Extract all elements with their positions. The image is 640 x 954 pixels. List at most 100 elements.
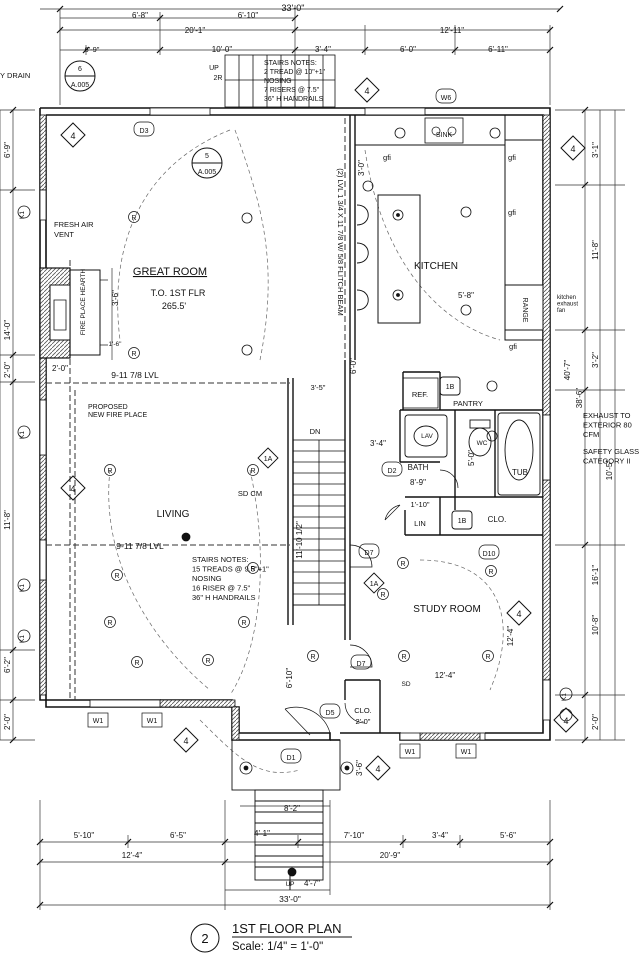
receptacle-circle xyxy=(104,616,116,628)
dim-bot-h: 20'-9" xyxy=(380,851,401,860)
tag-r-11: R xyxy=(400,561,405,568)
dim-right-a: 3'-1" xyxy=(591,142,600,158)
tag-r-8: R xyxy=(134,660,139,667)
room-study: STUDY ROOM xyxy=(413,604,481,615)
dim-bot-e: 3'-4" xyxy=(432,831,448,840)
dim-bot-c: 4'-1" xyxy=(254,829,270,838)
receptacle-circle xyxy=(131,656,143,668)
sheet-title: 1ST FLOOR PLAN xyxy=(232,921,342,936)
window-tag-box xyxy=(141,712,163,728)
dim-left-d: 11'-8" xyxy=(3,510,12,530)
tag-6: 6 xyxy=(78,66,82,73)
fireplace xyxy=(39,267,113,360)
receptacle-circle xyxy=(397,557,409,569)
wall-type-diamond xyxy=(60,122,86,148)
note-exhaust-line-2: CFM xyxy=(583,430,599,439)
bath-fixtures xyxy=(404,412,541,496)
tag-d5: D5 xyxy=(326,710,335,717)
tag-w1-0: W1 xyxy=(93,718,104,725)
dim-top-3: 20'-1" xyxy=(185,26,206,35)
sheet-scale: Scale: 1/4" = 1'-0" xyxy=(232,941,323,953)
dim-int-124v: 12'-4" xyxy=(506,626,515,647)
dim-int-fp-depth: 3'-6" xyxy=(111,290,120,306)
receptacle-circle xyxy=(202,654,214,666)
main-stair xyxy=(292,439,346,606)
receptacle-circle xyxy=(238,616,250,628)
front-porch xyxy=(231,739,341,890)
tag-k1-0: K1 xyxy=(19,211,26,219)
dim-top-8: 6'-0" xyxy=(400,45,416,54)
dim-left-c: 2'-0" xyxy=(3,362,12,378)
dim-int-50: 5'-0" xyxy=(467,450,476,466)
tag-d3: D3 xyxy=(140,128,149,135)
dim-top-overall: 33'-0" xyxy=(282,3,305,13)
receptacle-circle xyxy=(111,569,123,581)
dim-right-h: 10'-8" xyxy=(591,615,600,636)
dim-top-5: 6'-9" xyxy=(85,45,100,54)
tag-r-1: R xyxy=(131,351,136,358)
bar-stools xyxy=(356,204,369,311)
note-safety-line-0: SAFETY GLASS xyxy=(583,447,639,456)
receptacle-circle xyxy=(398,650,410,662)
tag-gfi-2: gfi xyxy=(508,208,516,217)
dim-int-89: 8'-9" xyxy=(410,478,426,487)
dim-int-110: 1'-10" xyxy=(410,500,429,509)
dim-bot-i: 4'-7" xyxy=(304,879,320,888)
receptacle-circle xyxy=(377,588,389,600)
dim-bot-k: 8'-2" xyxy=(284,804,300,813)
dim-int-58: 5'-8" xyxy=(458,291,474,300)
room-pantry: PANTRY xyxy=(453,399,483,408)
receptacle-circle xyxy=(485,565,497,577)
dim-bot-j: 33'-0" xyxy=(279,894,301,904)
room-lav: LAV xyxy=(421,433,433,440)
wall-outlets xyxy=(17,205,573,722)
dim-int-30: 3'-0" xyxy=(357,160,366,176)
window-tag-box xyxy=(87,712,109,728)
dim-int-fp-small: 1'-6" xyxy=(109,341,123,348)
room-tofl: T.O. 1ST FLR xyxy=(151,288,206,298)
note-fireplace-line-1: NEW FIRE PLACE xyxy=(88,412,147,419)
tag-d1: D1 xyxy=(287,755,296,762)
receptacle-circle xyxy=(247,562,259,574)
room-wc: WC xyxy=(477,440,488,447)
tag-1b-1: 1B xyxy=(458,518,467,525)
note-fresh-air-line-1: VENT xyxy=(54,230,74,239)
note-kitchen-exhaust-line-2: fan xyxy=(557,308,565,314)
tag-gfi-3: gfi xyxy=(509,342,517,351)
tag-gfi-1: gfi xyxy=(508,153,516,162)
tag-r-0: R xyxy=(131,215,136,222)
tag-gfi-0: gfi xyxy=(383,153,391,162)
tag-d7b: D7 xyxy=(357,661,366,668)
tag-1b-0: 1B xyxy=(446,384,455,391)
tag-r-2: R xyxy=(107,468,112,475)
tag-d10: D10 xyxy=(483,551,496,558)
tag-r-15: R xyxy=(380,592,385,599)
title-block: 2 1ST FLOOR PLAN Scale: 1/4" = 1'-0" xyxy=(190,921,352,953)
tag-1a-0: 1A xyxy=(264,456,273,463)
note-stairs-top-line-2: NOSING xyxy=(264,78,292,85)
note-exhaust-line-1: EXTERIOR 80 xyxy=(583,421,632,430)
note-hearth: FIRE PLACE HEARTH xyxy=(80,269,87,336)
tag-r-9: R xyxy=(205,658,210,665)
dim-bot-b: 6'-5" xyxy=(170,831,186,840)
dim-left-e: 6'-2" xyxy=(3,657,12,673)
receptacle-circle xyxy=(128,347,140,359)
note-stairs-main-line-3: 16 RISER @ 7.5" xyxy=(192,584,251,593)
door-type-box xyxy=(439,376,461,396)
dim-bot-f: 5'-6" xyxy=(500,831,516,840)
tag-w1-2: W1 xyxy=(405,749,416,756)
dim-top-9: 6'-11" xyxy=(488,45,508,54)
dim-right-c: 3'-2" xyxy=(591,352,600,368)
room-kitchen: KITCHEN xyxy=(414,261,458,272)
note-sd-cm: SD CM xyxy=(238,489,262,498)
dim-right-i: 2'-0" xyxy=(591,714,600,730)
wall-type-diamond xyxy=(60,475,86,501)
tag-four-1: 4 xyxy=(364,86,369,96)
room-sink: SINK xyxy=(436,132,453,139)
tag-r-4: R xyxy=(114,573,119,580)
tag-r-6: R xyxy=(107,620,112,627)
room-bath: BATH xyxy=(408,463,429,472)
tag-1a-1: 1A xyxy=(370,581,379,588)
receptacle-circle xyxy=(482,650,494,662)
